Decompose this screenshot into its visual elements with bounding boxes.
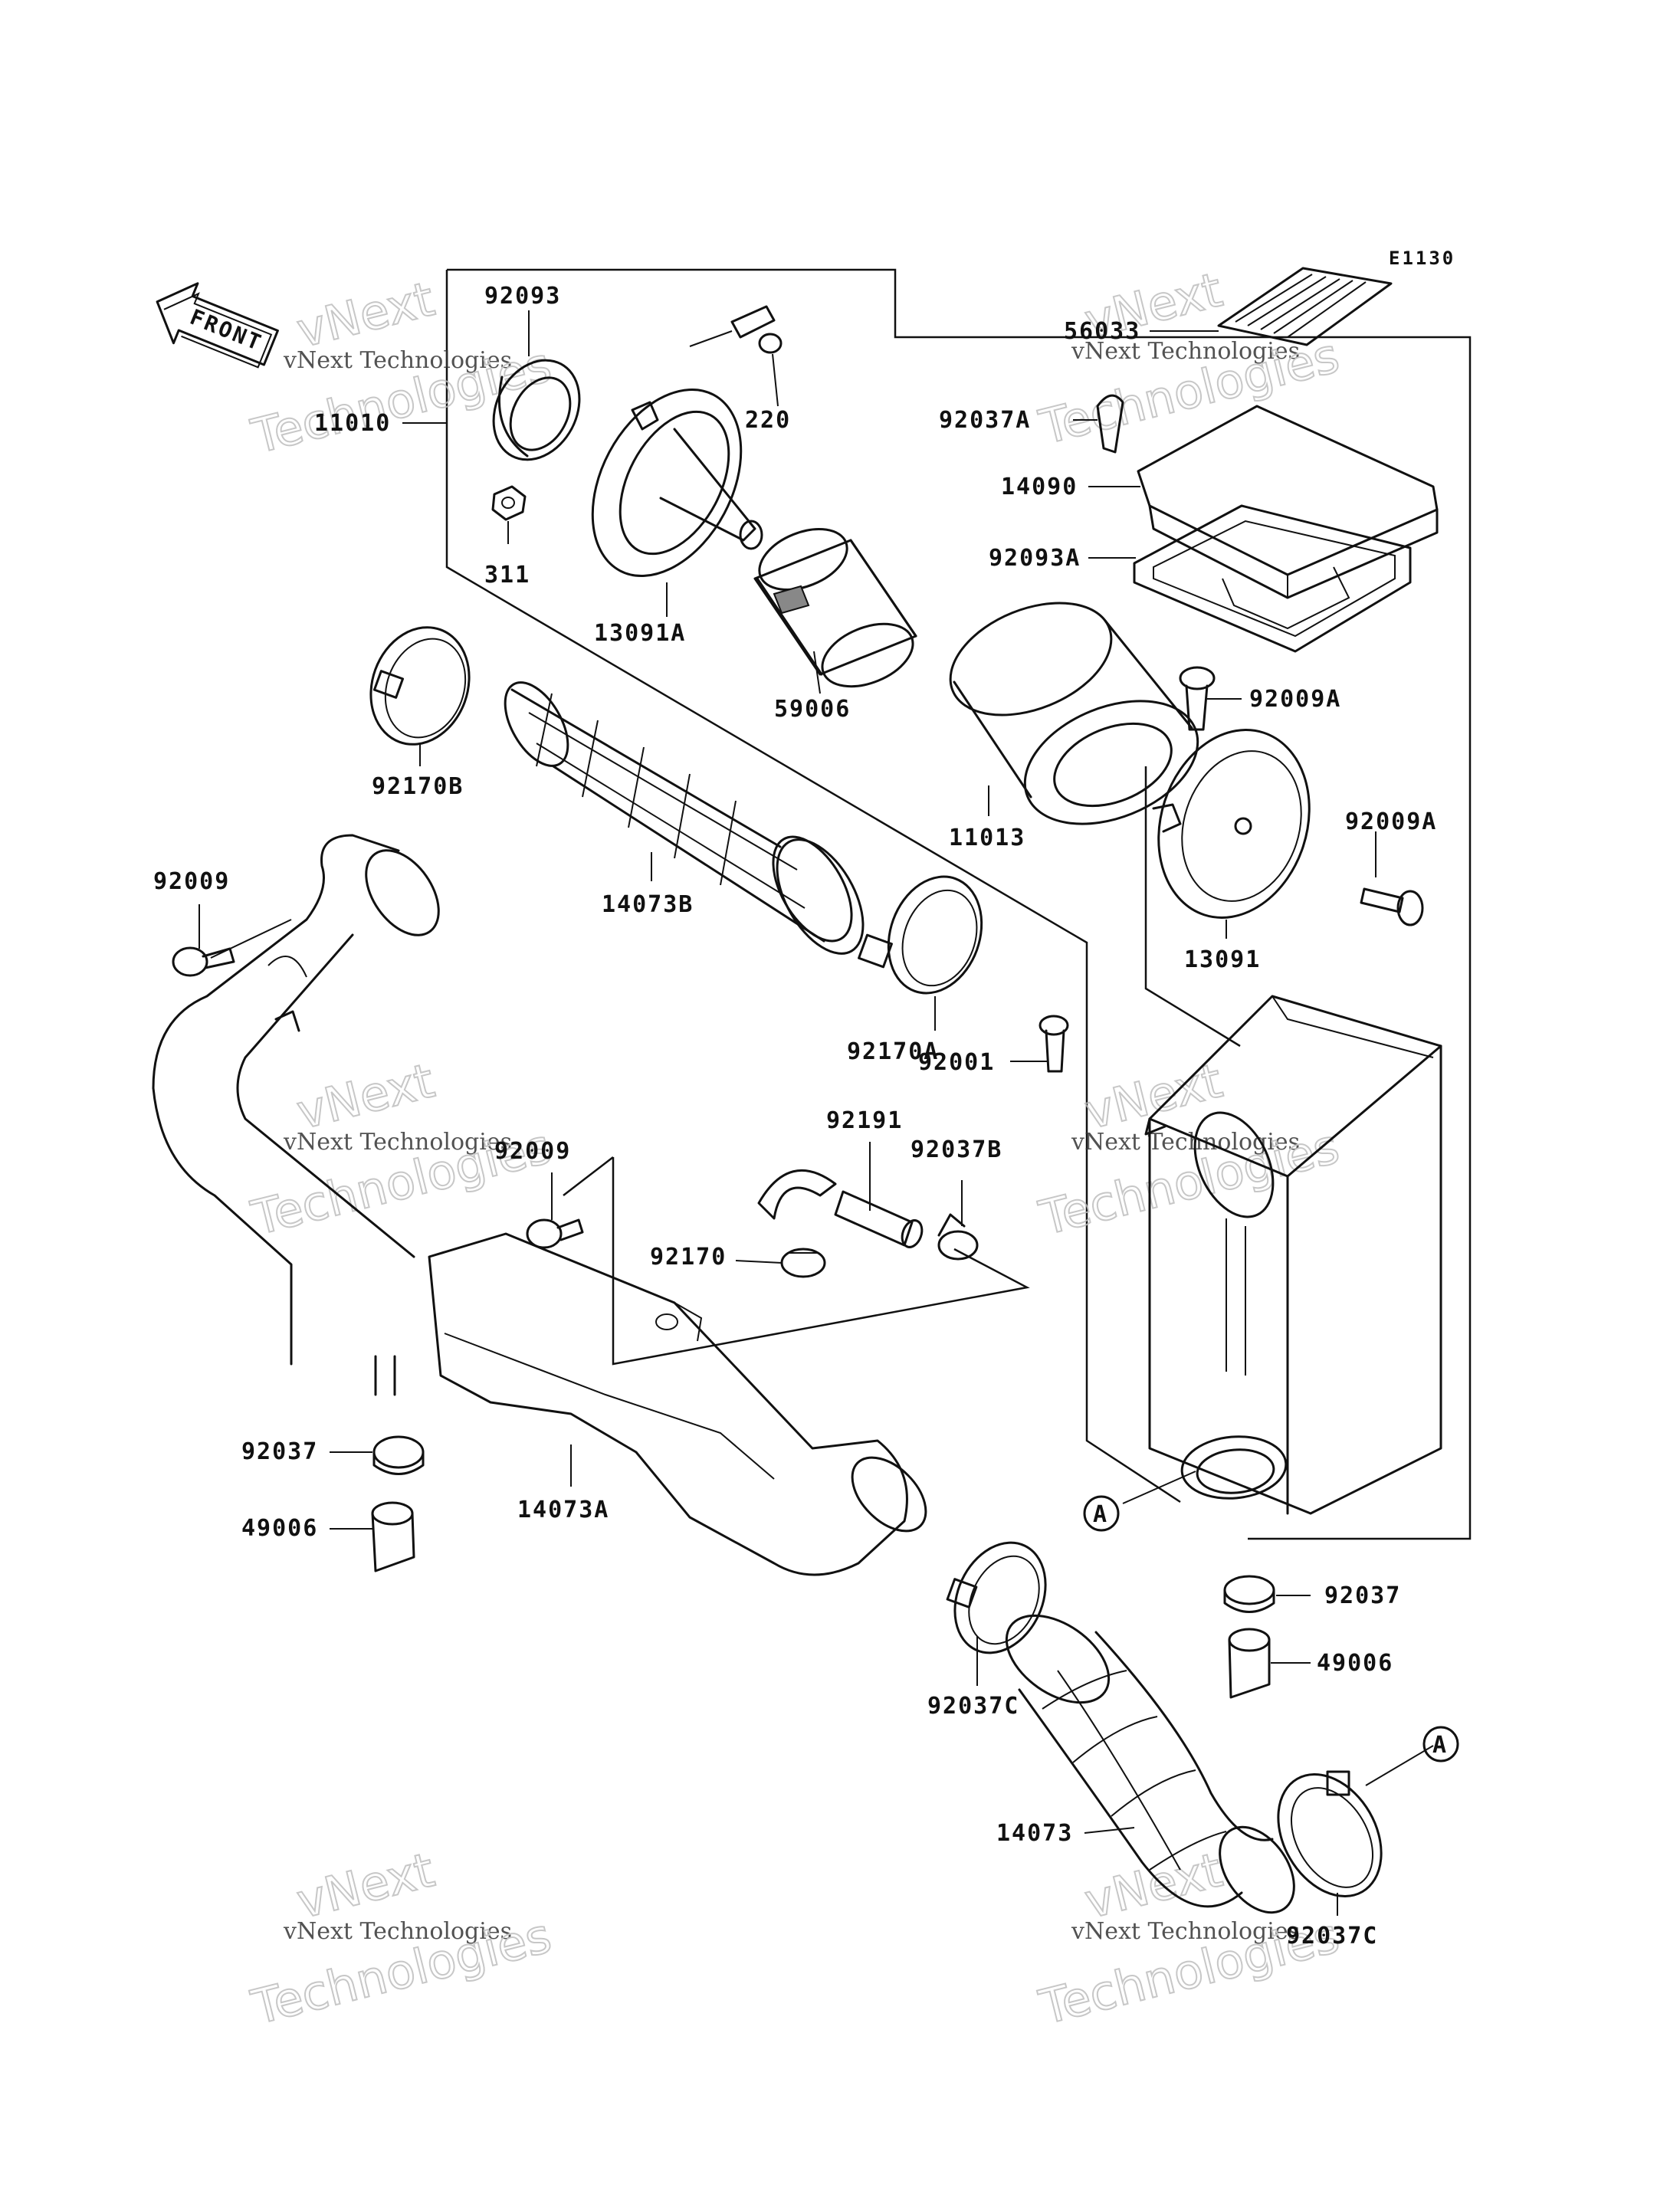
diagram-code: E1130 — [1389, 248, 1455, 269]
air-box-housing — [1144, 995, 1442, 1515]
part-label-92170A: 92170A — [847, 1038, 939, 1065]
part-label-92037A: 92037A — [939, 407, 1031, 434]
bolt-92009-mid — [526, 1218, 584, 1249]
bolt-220 — [689, 305, 783, 354]
part-label-14073B: 14073B — [602, 891, 694, 918]
watermarks: vNext Technologies vNext Technologies vN… — [245, 261, 1345, 2036]
part-label-311: 311 — [484, 562, 530, 589]
part-label-92170: 92170 — [650, 1244, 727, 1271]
part-label-92009A-upper: 92009A — [1249, 686, 1341, 713]
watermark-text: vNext Technologies — [283, 347, 512, 374]
watermark-text: vNext Technologies — [283, 1918, 512, 1945]
bolt-92009-left — [172, 946, 235, 977]
part-label-92009-left: 92009 — [153, 868, 230, 895]
part-label-11010: 11010 — [314, 410, 391, 437]
front-arrow: FRONT — [156, 282, 279, 369]
part-label-92037-right: 92037 — [1324, 1582, 1401, 1609]
cap-49006-left — [371, 1501, 415, 1572]
watermark-text: vNext Technologies — [283, 1129, 512, 1156]
bolt-92001 — [1039, 1015, 1069, 1073]
part-label-92037-left: 92037 — [241, 1438, 318, 1465]
clip-92037A — [1096, 394, 1124, 454]
watermark-text: vNext — [1079, 1052, 1227, 1140]
clip-92037B — [937, 1213, 979, 1261]
part-label-11013: 11013 — [949, 825, 1025, 851]
part-label-13091: 13091 — [1184, 946, 1261, 973]
part-label-56033: 56033 — [1064, 318, 1140, 345]
clamp-92170B — [369, 626, 471, 746]
part-label-92037C-lower: 92037C — [1286, 1923, 1378, 1949]
cap-14090 — [1137, 405, 1439, 599]
part-label-49006-left: 49006 — [241, 1515, 318, 1542]
part-label-92009A-right: 92009A — [1345, 808, 1437, 835]
clamp-92037C-upper — [946, 1541, 1047, 1654]
part-label-92037C-upper: 92037C — [927, 1693, 1019, 1720]
leader-lines — [199, 310, 1434, 1916]
cap-49006-right — [1228, 1628, 1271, 1699]
part-label-92093: 92093 — [484, 283, 561, 310]
part-label-220: 220 — [745, 407, 791, 434]
watermark-text: vNext — [291, 271, 439, 359]
ref-circle-label: A — [1432, 1732, 1448, 1759]
screw-92009A-upper — [1179, 666, 1216, 731]
part-label-13091A: 13091A — [594, 620, 686, 647]
watermark-text: vNext Technologies — [1071, 1918, 1300, 1945]
duct-14073B — [504, 681, 865, 955]
part-label-14073A: 14073A — [517, 1497, 609, 1523]
part-label-92093A: 92093A — [989, 545, 1081, 572]
clamp-92037C-lower — [1277, 1770, 1383, 1897]
watermark-text: vNext — [291, 1052, 439, 1140]
part-label-92191: 92191 — [826, 1107, 903, 1134]
clamp-92037-right — [1223, 1575, 1275, 1613]
seal-ring-92093 — [492, 359, 581, 461]
cover-13091 — [1152, 729, 1311, 919]
watermark-text: vNext Technologies — [1071, 338, 1300, 365]
ref-circle-a-left: A — [1083, 1495, 1120, 1532]
gasket-92093A — [1133, 504, 1412, 653]
nut-311 — [491, 485, 527, 521]
part-label-14090: 14090 — [1001, 474, 1078, 500]
intake-duct-upper — [152, 834, 440, 1366]
ref-circle-label: A — [1093, 1501, 1108, 1528]
label-56033 — [1217, 267, 1393, 346]
clip-92170 — [780, 1248, 826, 1278]
duct-14073A — [374, 1232, 927, 1576]
part-label-59006: 59006 — [774, 696, 851, 723]
assembly-outline — [445, 268, 1472, 1540]
part-label-14073: 14073 — [996, 1820, 1073, 1847]
element-11013 — [949, 602, 1199, 825]
watermark-text: vNext — [1079, 1841, 1227, 1930]
clamp-92037-left — [372, 1435, 425, 1475]
screw-92009A-right — [1360, 887, 1424, 926]
screen-59006 — [753, 528, 917, 688]
part-label-92037B: 92037B — [911, 1136, 1002, 1163]
part-label-92001: 92001 — [918, 1049, 995, 1076]
part-label-49006-right: 49006 — [1317, 1650, 1393, 1677]
cover-13091A — [591, 388, 763, 578]
boot-14073 — [1005, 1614, 1295, 1914]
hose-92191 — [757, 1169, 924, 1248]
clamp-92170A — [858, 875, 983, 995]
part-label-92170B: 92170B — [372, 773, 464, 800]
watermark-text: vNext — [291, 1841, 439, 1930]
part-label-92009-mid: 92009 — [494, 1138, 571, 1165]
part-number-labels: 92093 11010 220 311 13091A 59006 56033 9… — [153, 283, 1437, 1949]
ref-circle-a-right: A — [1422, 1726, 1459, 1763]
